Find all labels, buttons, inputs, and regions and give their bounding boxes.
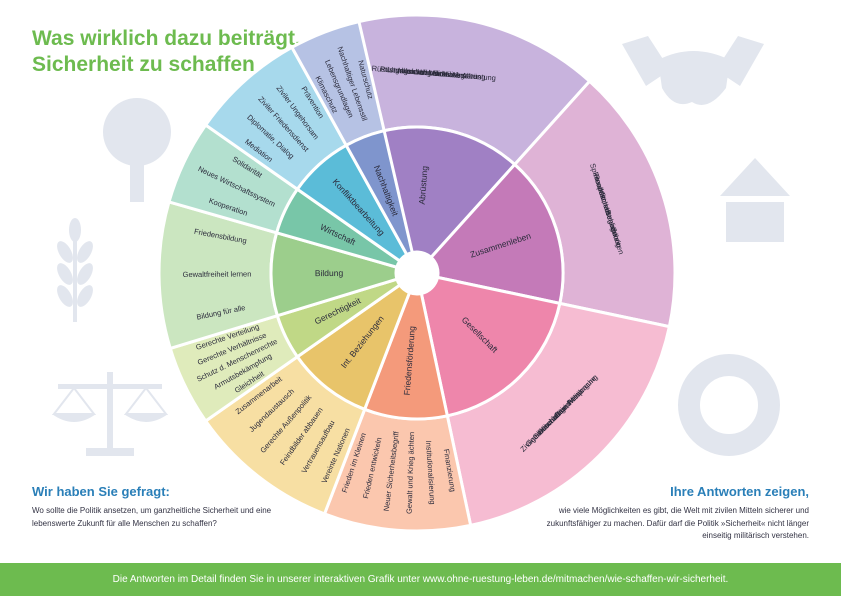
segment-5: GerechtigkeitGleichheitArmutsbekämpfungS… (168, 277, 402, 424)
question-heading: Wir haben Sie gefragt: (32, 484, 170, 499)
question-block: Wir haben Sie gefragt: Wo sollte die Pol… (32, 484, 297, 530)
item-label: Institutionalisierung (424, 440, 437, 505)
answer-heading: Ihre Antworten zeigen, (670, 484, 809, 499)
title-line-1: Was wirklich dazu beiträgt, (32, 27, 301, 50)
title-line-2: Sicherheit zu schaffen (32, 53, 255, 76)
segment-9: NachhaltigkeitKlimaschutzLebensgrundlage… (289, 19, 415, 257)
footer-banner: Die Antworten im Detail finden Sie in un… (0, 563, 841, 596)
question-text: Wo sollte die Politik ansetzen, um ganzh… (32, 506, 272, 528)
house-icon (720, 158, 790, 242)
item-label: Gewaltfreiheit lernen (183, 269, 252, 279)
item-label: Gewalt und Krieg ächten (405, 432, 417, 514)
wheat-icon (57, 218, 93, 322)
category-label: Bildung (315, 268, 344, 278)
wheel-hub (396, 252, 438, 294)
answer-text: wie viele Möglichkeiten es gibt, die Wel… (546, 506, 809, 540)
scales-icon (51, 372, 169, 456)
category-label: Abrüstung (417, 165, 430, 205)
lifebuoy-icon (678, 354, 780, 456)
handshake-icon (622, 36, 764, 105)
page-title: Was wirklich dazu beiträgt, Sicherheit z… (32, 26, 322, 78)
tree-icon (103, 98, 171, 202)
answer-block: Ihre Antworten zeigen, wie viele Möglich… (544, 484, 809, 543)
